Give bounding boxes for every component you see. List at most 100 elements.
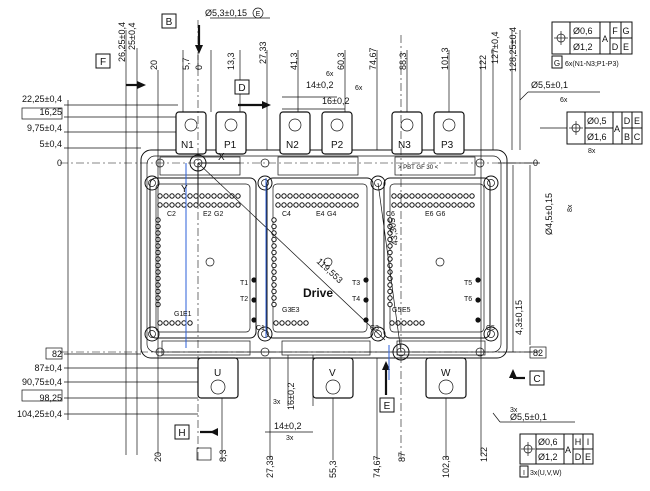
- left-dim-2: 9,75±0,4: [27, 123, 62, 133]
- pitch-bottom-d2: 14±0,2: [274, 421, 301, 431]
- axis-y-label: Y: [181, 184, 188, 195]
- signal-pin: [363, 297, 369, 303]
- signal-pin: [311, 193, 317, 199]
- dimension-lines: [64, 30, 540, 460]
- signal-pin: [163, 202, 169, 208]
- signal-pin: [163, 193, 169, 199]
- pitch-top: 6x 14±0,2 6x 16±0,2: [306, 71, 363, 106]
- pitch-bottom-count: 3x: [273, 399, 281, 406]
- pin-label-21: C5: [486, 325, 495, 332]
- left-dim-5: 82: [52, 349, 62, 359]
- hole-fivefive-bottom: 3x Ø5,5±0,1: [492, 407, 575, 423]
- fcf-bottom-right: Ø0,6 Ø1,2 A H I D E I 3x(U,V,W): [519, 433, 594, 478]
- fcf1-d4: E: [623, 42, 629, 52]
- signal-pin: [229, 193, 235, 199]
- pin-label-11: G1: [174, 311, 183, 318]
- pin-label-9: T1: [240, 280, 248, 287]
- signal-pin: [409, 193, 415, 199]
- fcf3-tol2: Ø1,2: [538, 452, 558, 462]
- signal-pin: [275, 193, 281, 199]
- signal-pin: [445, 202, 451, 208]
- fcf1-tol1: Ø0,6: [573, 26, 593, 36]
- pitch-top-d1-count: 6x: [355, 85, 363, 92]
- signal-pin: [427, 202, 433, 208]
- signal-pin: [401, 320, 407, 326]
- terminal-top-4: N3: [398, 140, 411, 151]
- left-dim-4: 0: [57, 158, 62, 168]
- datum-box-E: E: [379, 397, 395, 413]
- fcf3-note: 3x(U,V,W): [530, 470, 562, 477]
- signal-pin: [415, 202, 421, 208]
- signal-pin: [463, 202, 469, 208]
- fcf3-d1: H: [575, 437, 582, 447]
- right-dim-1: Ø4,5±0,15: [544, 193, 554, 235]
- signal-pin: [157, 320, 163, 326]
- module-housing: [140, 149, 508, 359]
- signal-pin: [363, 277, 369, 283]
- terminal-top-0: N1: [181, 140, 194, 151]
- left-dim-8: 98,25: [39, 393, 62, 403]
- pitch-bottom-d1: 16±0,2: [286, 383, 296, 410]
- signal-pin: [187, 193, 193, 199]
- top-dim-7: 41,3: [289, 52, 299, 70]
- signal-pin: [271, 223, 277, 230]
- left-dim-6: 87±0,4: [35, 363, 62, 373]
- signal-pin: [469, 202, 475, 208]
- pcb-note: > PBT GF 30 <: [398, 165, 439, 171]
- hole-fivefive-top: Ø5,5±0,1 6x: [519, 80, 600, 104]
- datum-C-label: C: [533, 374, 540, 385]
- signal-pin: [157, 202, 163, 208]
- pitch-bottom-d2-count: 3x: [286, 435, 294, 442]
- signal-pin: [175, 193, 181, 199]
- top-dim-3: 5,7: [181, 57, 191, 70]
- pin-label-13: C1: [256, 325, 265, 332]
- pin-label-15: E3: [291, 307, 300, 314]
- signal-pin: [293, 202, 299, 208]
- signal-pin: [175, 320, 181, 326]
- signal-pin: [271, 256, 277, 262]
- signal-pin: [387, 217, 393, 223]
- datum-box-F: F: [95, 53, 111, 69]
- top-dim-2: 20: [149, 60, 159, 70]
- signal-pin: [341, 193, 347, 199]
- fcf2-d3: B: [624, 132, 630, 142]
- datum-E-label: E: [384, 401, 391, 412]
- datum-box-B: B: [161, 13, 177, 29]
- fcf-mid-right: Ø0,5 Ø1,6 A D E B C 8x: [540, 111, 643, 155]
- signal-pin: [251, 277, 257, 283]
- signal-pin: [271, 262, 277, 269]
- signal-pin: [475, 297, 481, 303]
- signal-pin: [353, 202, 359, 208]
- datum-leaders: [126, 25, 525, 436]
- signal-pin: [353, 193, 359, 199]
- signal-pin: [273, 320, 279, 326]
- signal-pin: [419, 320, 425, 326]
- signal-pin: [235, 193, 241, 199]
- signal-pin: [433, 202, 439, 208]
- bottom-box-0: [196, 447, 212, 461]
- pin-label-7: E6: [425, 211, 434, 218]
- signal-pin: [445, 193, 451, 199]
- signal-pin: [163, 320, 169, 326]
- signal-pin: [271, 282, 277, 288]
- pin-label-1: E2: [203, 211, 212, 218]
- signal-pin: [391, 193, 397, 199]
- hole55-top-count: 6x: [560, 97, 568, 104]
- top-dim-10: 88,3: [398, 52, 408, 70]
- signal-pin: [271, 275, 277, 282]
- signal-pin: [223, 193, 229, 199]
- drive-label: Drive: [303, 286, 333, 300]
- right-dim-4: 82: [533, 348, 543, 358]
- signal-pin: [291, 320, 297, 326]
- signal-pin: [279, 320, 285, 326]
- top-dim-1: 25±0,4: [127, 23, 137, 50]
- datum-box-D: D: [234, 79, 250, 95]
- signal-pin: [415, 193, 421, 199]
- signal-pin: [305, 202, 311, 208]
- hole-top-dia: Ø5,3±0,15: [205, 8, 247, 18]
- signal-pins: [155, 193, 481, 326]
- axis-x-label: X: [218, 152, 225, 163]
- signal-pin: [211, 193, 217, 199]
- pitch-top-d2: 16±0,2: [322, 96, 349, 106]
